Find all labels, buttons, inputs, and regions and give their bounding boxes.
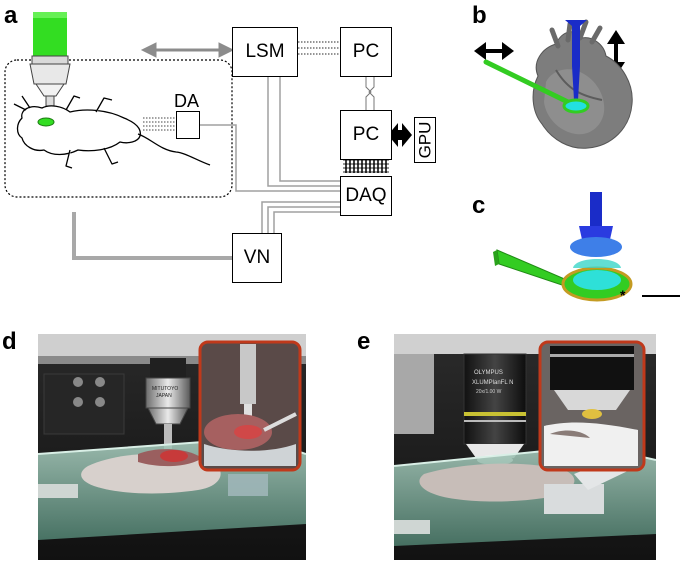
ribbon-ticks xyxy=(345,159,387,173)
lsm-box: LSM xyxy=(232,27,298,77)
da-box xyxy=(176,111,200,139)
vn-cable xyxy=(72,212,232,260)
da-leads xyxy=(143,117,176,131)
objective-text-e1: OLYMPUS xyxy=(474,370,503,376)
green-holder xyxy=(483,59,590,114)
panel-label-c: c xyxy=(472,192,486,219)
lsm-pc-link xyxy=(298,41,340,55)
mount-screws xyxy=(73,377,105,407)
probe-closeup: * xyxy=(493,192,680,302)
da-label: DA xyxy=(174,91,200,111)
horizontal-arrow-icon xyxy=(474,42,514,60)
animal-enclosure xyxy=(4,59,233,198)
pc-box-middle: PC xyxy=(340,110,392,160)
gpu-box: GPU xyxy=(414,117,436,163)
star-marker-icon: * xyxy=(620,287,626,302)
gpu-label: GPU xyxy=(415,121,434,159)
closeup-blue-probe xyxy=(570,192,622,257)
objective-text-e2: XLUMPlanFL N xyxy=(472,380,513,386)
blue-probe xyxy=(565,20,587,100)
panel-label-a: a xyxy=(4,2,18,29)
heart-shape xyxy=(532,19,633,149)
objective-text-d1: MITUTOYO xyxy=(152,386,178,392)
panel-label-b: b xyxy=(472,2,487,29)
pc-box-top: PC xyxy=(340,27,392,77)
daq-box: DAQ xyxy=(340,176,392,216)
objective-with-laser xyxy=(29,12,71,118)
gpu-arrow xyxy=(388,123,412,147)
scope-lsm-arrow xyxy=(140,42,235,58)
photo-e: OLYMPUS XLUMPlanFL N 20x/1.00 W xyxy=(394,334,656,560)
cranial-window xyxy=(37,117,55,127)
panel-label-d: d xyxy=(2,328,17,355)
setup-schematic xyxy=(4,12,412,260)
closeup-arm xyxy=(496,249,572,289)
photo-d: MITUTOYO JAPAN xyxy=(38,334,306,560)
objective-text-e3: 20x/1.00 W xyxy=(476,389,502,395)
cable-lines xyxy=(200,77,342,233)
panel-label-e: e xyxy=(357,328,371,355)
vn-box: VN xyxy=(232,233,282,283)
photo-e-scene: OLYMPUS XLUMPlanFL N 20x/1.00 W xyxy=(394,334,656,560)
pc-pc-link xyxy=(365,77,375,110)
photo-d-scene: MITUTOYO JAPAN xyxy=(38,334,306,560)
objective-text-d2: JAPAN xyxy=(156,393,172,399)
heart-render xyxy=(474,19,633,149)
closeup-ring-inner xyxy=(573,270,621,290)
